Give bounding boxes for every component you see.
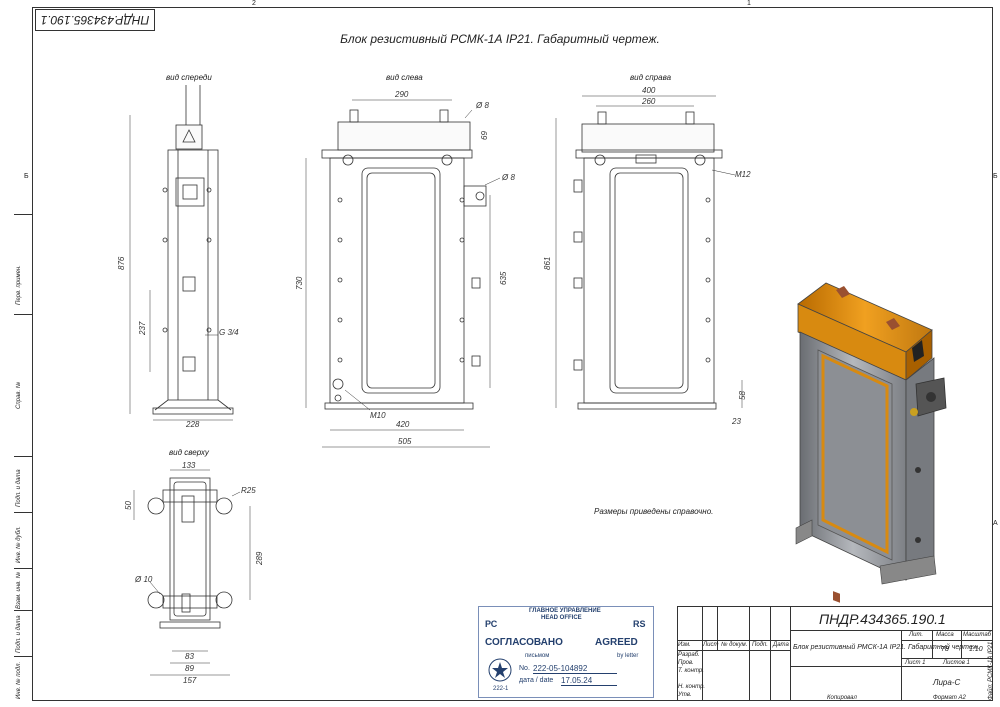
approval-stamp: ГЛАВНОЕ УПРАВЛЕНИЕ HEAD OFFICE РС RS СОГ…: [478, 606, 654, 698]
zone-top-1: 1: [747, 0, 751, 7]
dim-left-h2: 635: [499, 271, 508, 285]
dim-front-height: 876: [117, 256, 126, 270]
dim-top-w1: 83: [185, 652, 194, 661]
dim-front-pitch: 237: [138, 321, 147, 336]
strip-cell: Инв. № подл.: [14, 656, 32, 701]
dim-top-radius: R25: [241, 486, 256, 495]
dim-right-base-w: 23: [731, 417, 741, 426]
dim-left-bolt: M10: [370, 411, 386, 420]
dim-top-width: 133: [182, 461, 196, 470]
drawing-frame: [32, 7, 993, 701]
label-right-view: вид справа: [630, 73, 672, 82]
strip-cell: Справ. №: [14, 314, 32, 418]
tb-code: ПНДР.434365.190.1: [819, 611, 946, 627]
reference-note: Размеры приведены справочно.: [594, 507, 714, 516]
zone-side-b: Б: [24, 173, 29, 180]
zone-side-b-right: Б: [993, 173, 998, 180]
label-top-view: вид сверху: [169, 448, 209, 457]
label-front-view: вид спереди: [166, 73, 212, 82]
strip-cell: Взам. инв. №: [14, 568, 32, 610]
zone-side-a-right: А: [993, 520, 998, 527]
dim-left-h1: 730: [295, 276, 304, 290]
dim-right-w1: 400: [642, 86, 656, 95]
dim-top-w3: 157: [183, 676, 197, 685]
dim-left-top-width: 290: [394, 90, 409, 99]
dim-front-width: 228: [185, 420, 200, 429]
dim-top-length: 289: [255, 551, 264, 566]
dim-front-thread: G 3/4: [219, 328, 239, 337]
tb-name: Блок резистивный РМСК-1А IP21. Габаритны…: [793, 644, 980, 651]
dim-top-offset: 50: [124, 501, 133, 510]
label-left-view: вид слева: [386, 73, 423, 82]
strip-cell: Подп. и дата: [14, 610, 32, 656]
dim-right-base-h: 58: [738, 391, 747, 400]
dim-top-w2: 89: [185, 664, 194, 673]
title-block: ПНДР.434365.190.1 Блок резистивный РМСК-…: [677, 606, 993, 701]
dim-left-side-hole: Ø 8: [501, 173, 515, 182]
dim-left-top-h: 69: [480, 131, 489, 140]
strip-cell: Перв. примен.: [14, 214, 32, 314]
zone-top-2: 2: [252, 0, 256, 7]
left-side-strip: Перв. примен. Справ. № Подп. и дата Инв.…: [14, 214, 32, 701]
strip-cell: Подп. и дата: [14, 456, 32, 512]
isometric-render: [795, 282, 947, 603]
drawing-title: Блок резистивный РСМК-1А IP21. Габаритны…: [340, 32, 660, 46]
dim-top-hole: Ø 10: [134, 575, 153, 584]
file-label: Файл: РСМК-1А IP21: [988, 641, 994, 700]
strip-cell: Инв. № дубл.: [14, 512, 32, 568]
dim-left-w1: 420: [396, 420, 410, 429]
dim-left-w2: 505: [398, 437, 412, 446]
dim-left-hole: Ø 8: [475, 101, 489, 110]
dim-right-bolt: M12: [735, 170, 751, 179]
dim-right-height: 861: [543, 257, 552, 270]
seal-icon: [488, 658, 512, 682]
dim-right-w2: 260: [641, 97, 656, 106]
